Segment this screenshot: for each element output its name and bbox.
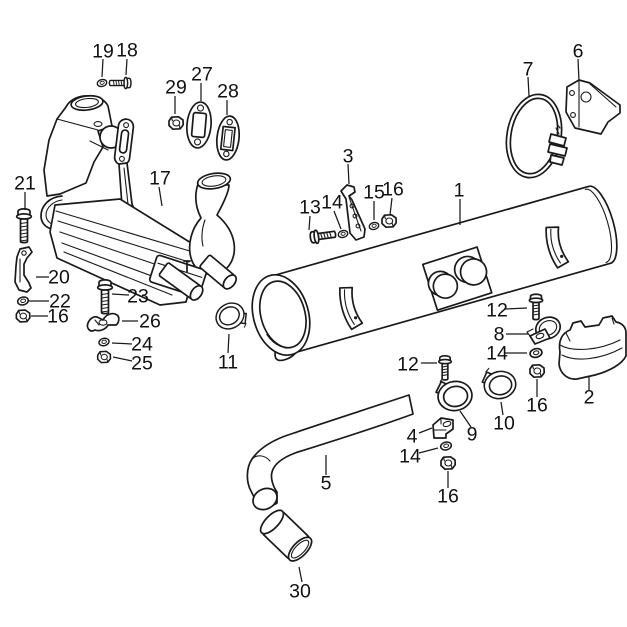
leader-line-10: [500, 401, 504, 416]
part-label-14: 14: [486, 343, 508, 365]
part-12-bolt: [437, 355, 453, 381]
part-label-27: 27: [191, 64, 213, 86]
part-label-8: 8: [494, 324, 505, 346]
part-label-14: 14: [321, 192, 343, 214]
part-26-wing-piece: [86, 312, 120, 332]
leader-line-19: [101, 58, 104, 78]
part-7-band-clamp: [505, 93, 568, 179]
leader-line-17: [158, 186, 163, 207]
part-29-nut: [168, 115, 185, 131]
part-11-clamp: [210, 296, 253, 339]
leader-line-18: [125, 58, 128, 76]
part-label-17: 17: [149, 168, 171, 190]
leader-line-13: [308, 215, 311, 231]
part-label-22: 22: [49, 291, 71, 313]
part-21-bolt: [15, 208, 33, 244]
part-8-p-clamp: [526, 316, 562, 345]
part-10-clamp: [478, 362, 520, 403]
part-20-strap: [14, 246, 33, 293]
part-label-23: 23: [127, 286, 149, 308]
part-18-bolt: [108, 76, 132, 90]
part-12-bolt: [528, 293, 544, 321]
part-15-washer: [367, 220, 381, 232]
part-label-10: 10: [493, 413, 515, 435]
part-label-20: 20: [48, 267, 70, 289]
part-label-19: 19: [92, 41, 114, 63]
part-label-16: 16: [382, 179, 404, 201]
leader-line-16: [389, 197, 393, 216]
part-1-muffler: [251, 185, 618, 362]
part-27-gasket: [186, 101, 212, 149]
part-label-7: 7: [523, 59, 534, 81]
part-5-tailpipe: [246, 394, 414, 511]
part-4-clamp-bracket: [432, 417, 454, 439]
part-16-nut: [381, 213, 398, 229]
part-14-washer: [528, 346, 544, 360]
part-label-5: 5: [321, 473, 332, 495]
part-9-clamp: [432, 372, 476, 415]
leader-line-30: [298, 566, 303, 583]
part-label-12: 12: [486, 300, 508, 322]
part-label-21: 21: [14, 173, 36, 195]
part-label-1: 1: [454, 180, 465, 202]
part-13-bolt: [308, 226, 338, 246]
part-2-deflector: [558, 315, 627, 380]
leader-line-7: [527, 76, 530, 97]
part-14-washer: [336, 228, 350, 240]
part-19-washer: [95, 77, 109, 89]
part-16-nut: [440, 455, 457, 471]
part-28-gasket: [215, 115, 241, 161]
part-23-bolt: [96, 279, 114, 315]
part-14-washer: [439, 440, 453, 452]
leader-line-9: [459, 410, 472, 428]
leader-line-14: [418, 447, 439, 454]
part-30-tailpipe-tip: [259, 509, 313, 562]
part-3-strap-bracket: [340, 184, 366, 241]
part-label-26: 26: [139, 311, 161, 333]
leader-line-12: [504, 307, 528, 310]
leader-line-11: [227, 333, 230, 354]
part-22-washer: [16, 295, 30, 307]
part-label-11: 11: [218, 352, 238, 374]
part-16-nut: [15, 309, 31, 323]
part-16-nut: [529, 363, 546, 379]
leader-line-4: [418, 427, 433, 434]
leader-line-3: [347, 163, 350, 185]
part-label-30: 30: [289, 581, 311, 603]
part-25-nut: [96, 350, 112, 364]
part-label-28: 28: [217, 81, 239, 103]
part-label-18: 18: [116, 40, 138, 62]
leader-line-14: [333, 210, 342, 230]
part-24-washer: [97, 336, 111, 348]
part-label-3: 3: [343, 146, 354, 168]
part-label-2: 2: [584, 387, 595, 409]
part-label-29: 29: [165, 77, 187, 99]
leader-line-23: [111, 293, 130, 296]
part-label-16: 16: [526, 395, 548, 417]
leader-line-25: [112, 356, 133, 362]
leader-line-6: [577, 58, 580, 82]
part-label-16: 16: [47, 306, 69, 328]
part-label-14: 14: [399, 446, 421, 468]
part-17-heat-exchanger: [40, 94, 238, 306]
part-label-25: 25: [131, 353, 153, 375]
part-label-24: 24: [131, 334, 153, 356]
part-label-12: 12: [397, 354, 419, 376]
part-label-6: 6: [573, 41, 584, 63]
leader-line-24: [111, 342, 133, 345]
part-label-9: 9: [467, 424, 478, 446]
part-label-16: 16: [437, 486, 459, 508]
part-6-bracket: [565, 79, 621, 135]
part-label-4: 4: [407, 426, 418, 448]
part-label-15: 15: [363, 182, 385, 204]
part-label-13: 13: [299, 197, 321, 219]
